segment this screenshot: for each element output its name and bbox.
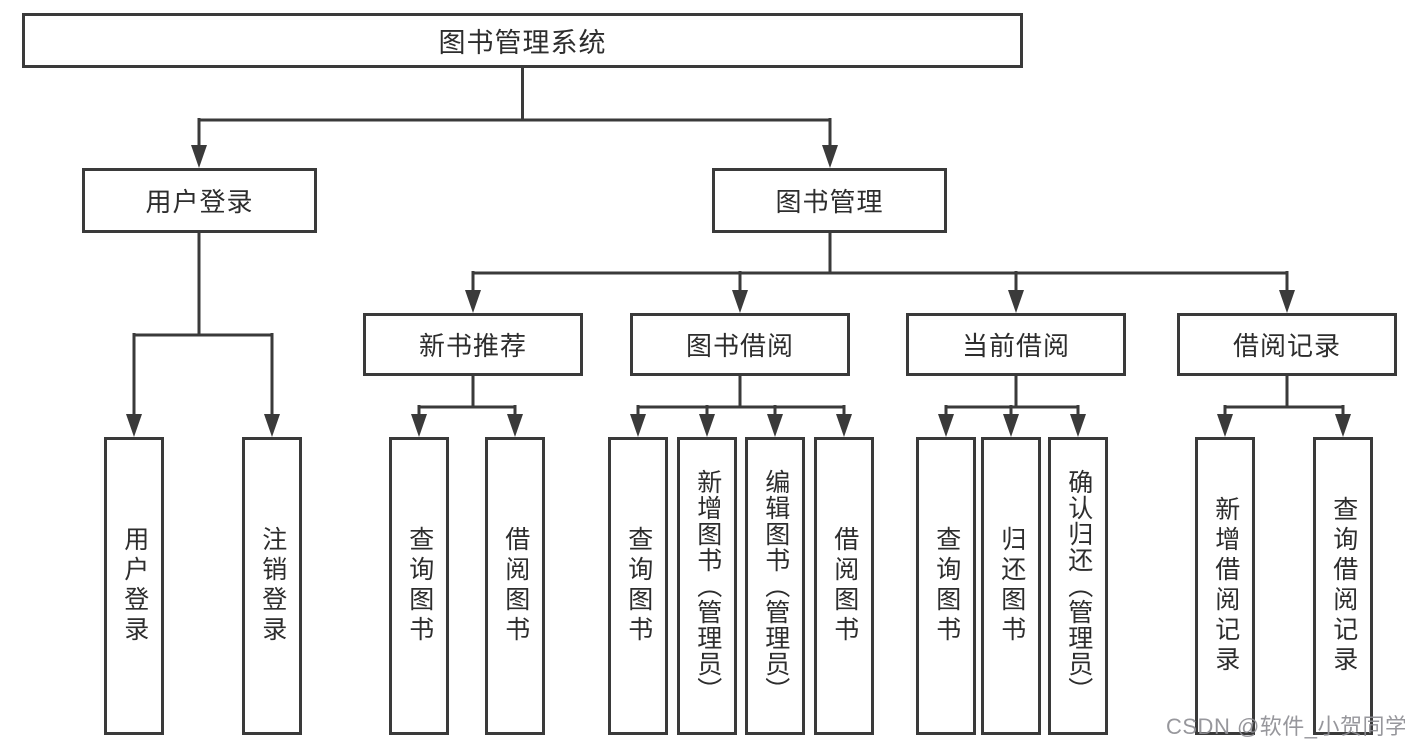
node-label: 查询图书	[624, 526, 653, 646]
node-root: 图书管理系统	[22, 13, 1023, 68]
node-logout: 注销登录	[242, 437, 302, 735]
node-label: 新增借阅记录	[1211, 496, 1240, 676]
node-label: 新书推荐	[418, 331, 527, 361]
node-label: 查询借阅记录	[1329, 496, 1358, 676]
node-label: 借阅图书	[830, 526, 859, 646]
node-borrow-records: 借阅记录	[1177, 313, 1397, 376]
node-label: 确认归还（管理员）	[1064, 469, 1093, 703]
node-label: 用户登录	[145, 187, 254, 217]
node-bb-add-books-admin: 新增图书（管理员）	[677, 437, 737, 735]
node-br-add-record: 新增借阅记录	[1195, 437, 1255, 735]
node-label: 查询图书	[405, 526, 434, 646]
node-label: 注销登录	[258, 526, 287, 646]
node-label: 图书管理	[775, 187, 884, 217]
node-label: 当前借阅	[961, 331, 1070, 361]
node-label: 借阅图书	[501, 526, 530, 646]
node-label: 编辑图书（管理员）	[761, 469, 790, 703]
csdn-watermark: CSDN @软件_小贺同学	[1166, 714, 1405, 739]
node-cb-query-books: 查询图书	[916, 437, 976, 735]
node-cb-return-books: 归还图书	[981, 437, 1041, 735]
node-br-query-record: 查询借阅记录	[1313, 437, 1373, 735]
node-bb-query-books: 查询图书	[608, 437, 668, 735]
node-current-borrow: 当前借阅	[906, 313, 1126, 376]
node-bb-borrow-books: 借阅图书	[814, 437, 874, 735]
node-login: 用户登录	[104, 437, 164, 735]
node-user-login: 用户登录	[82, 168, 317, 233]
node-new-book-recommend: 新书推荐	[363, 313, 583, 376]
node-book-management: 图书管理	[712, 168, 947, 233]
node-nbr-query-books: 查询图书	[389, 437, 449, 735]
node-label: 归还图书	[997, 526, 1026, 646]
arrowheads	[126, 145, 1351, 437]
node-label: 用户登录	[120, 526, 149, 646]
node-bb-edit-books-admin: 编辑图书（管理员）	[745, 437, 805, 735]
node-label: 图书管理系统	[438, 28, 607, 58]
node-label: 新增图书（管理员）	[693, 469, 722, 703]
node-nbr-borrow-books: 借阅图书	[485, 437, 545, 735]
node-label: 查询图书	[932, 526, 961, 646]
node-label: 借阅记录	[1232, 331, 1341, 361]
node-cb-confirm-return-admin: 确认归还（管理员）	[1048, 437, 1108, 735]
node-label: 图书借阅	[685, 331, 794, 361]
node-book-borrow: 图书借阅	[630, 313, 850, 376]
